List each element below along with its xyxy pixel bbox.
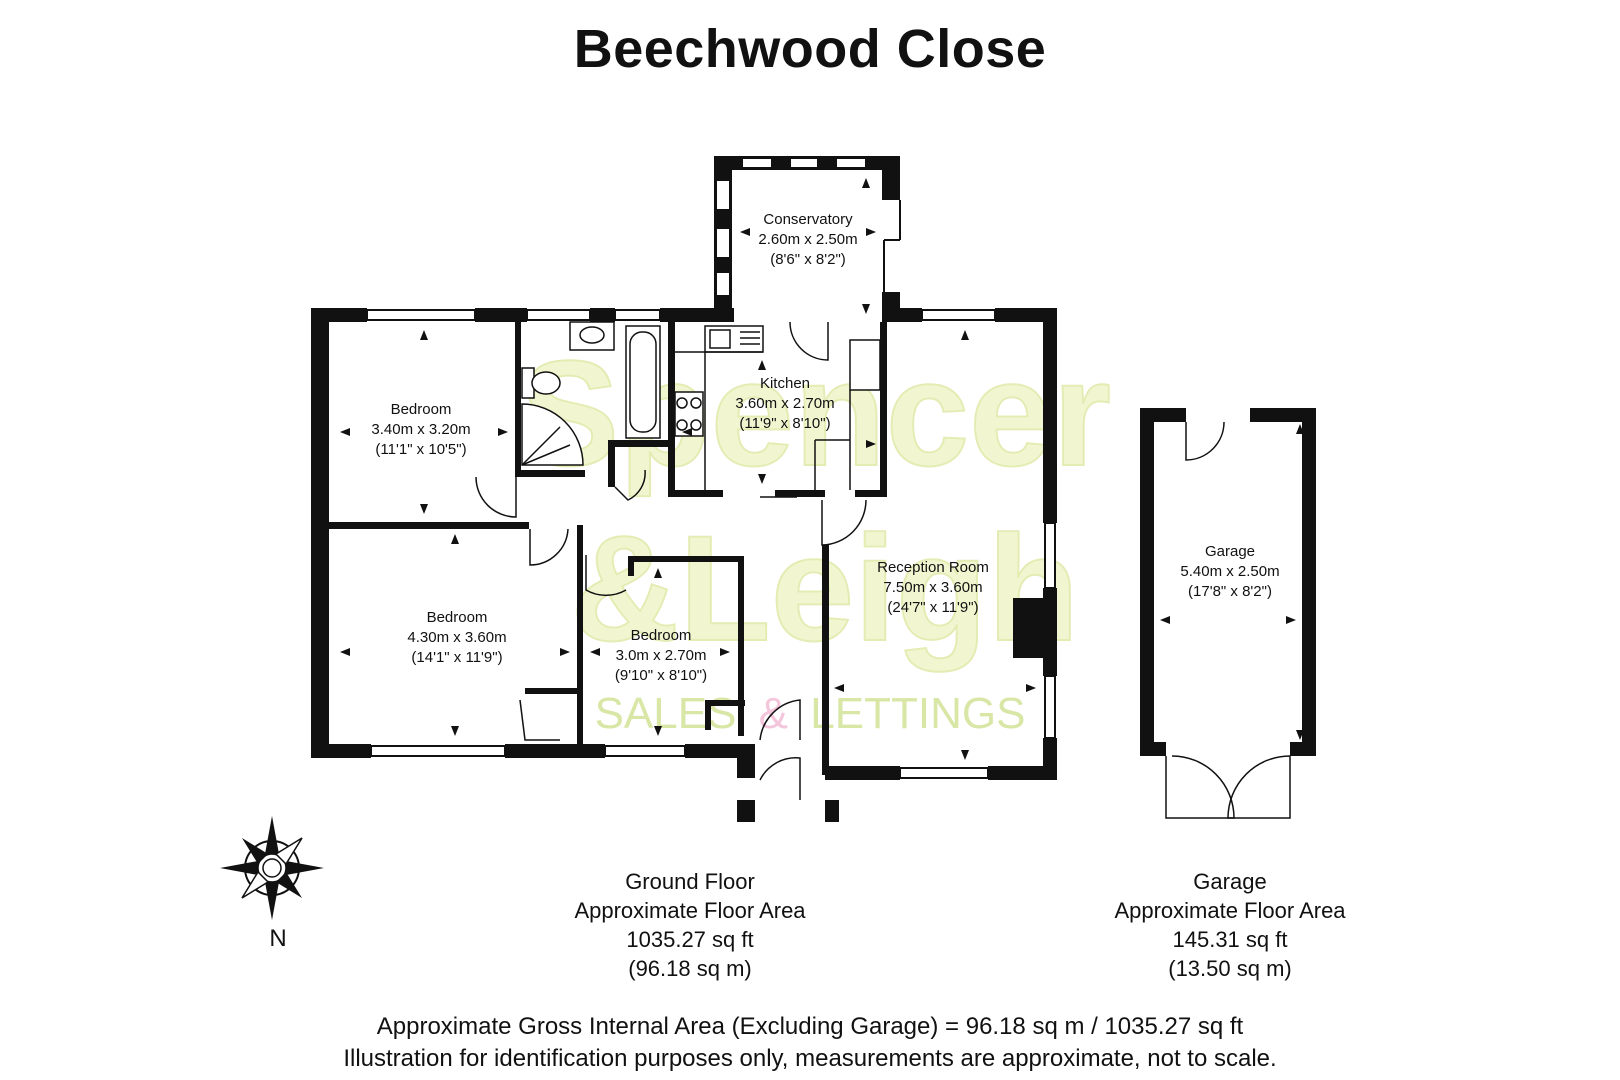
- page-title: Beechwood Close: [573, 19, 1047, 79]
- bathroom-fixtures: [521, 321, 661, 466]
- watermark-lettings: LETTINGS: [810, 689, 1025, 738]
- room-name: Conservatory: [763, 211, 853, 228]
- compass-rose-icon: [220, 816, 324, 920]
- room-imperial: (11'9" x 8'10"): [739, 415, 830, 432]
- room-reception: Reception Room 7.50m x 3.60m (24'7" x 11…: [877, 559, 989, 616]
- gross-area-note: Approximate Gross Internal Area (Excludi…: [376, 1013, 1244, 1040]
- room-imperial: (9'10" x 8'10"): [615, 667, 707, 684]
- watermark-line1: Spencer: [519, 329, 1111, 497]
- room-conservatory: Conservatory 2.60m x 2.50m (8'6" x 8'2"): [758, 211, 857, 268]
- room-name: Bedroom: [631, 627, 692, 644]
- room-imperial: (14'1" x 11'9"): [411, 649, 502, 666]
- conservatory-walls: [714, 156, 901, 361]
- disclaimer-note: Illustration for identification purposes…: [343, 1045, 1277, 1072]
- sink-icon: [579, 326, 605, 344]
- room-bedroom-1: Bedroom 3.40m x 3.20m (11'1" x 10'5"): [371, 401, 470, 458]
- floor-area-sqm: (13.50 sq m): [1168, 956, 1292, 981]
- dimension-arrows: [340, 178, 1304, 760]
- floor-area-label: Approximate Floor Area: [574, 898, 806, 923]
- room-imperial: (24'7" x 11'9"): [887, 599, 978, 616]
- internal-walls: [329, 322, 1045, 775]
- room-name: Reception Room: [877, 559, 989, 576]
- room-bedroom-2: Bedroom 4.30m x 3.60m (14'1" x 11'9"): [407, 609, 506, 666]
- room-name: Bedroom: [391, 401, 452, 418]
- room-metric: 3.60m x 2.70m: [735, 395, 834, 412]
- room-imperial: (8'6" x 8'2"): [770, 251, 846, 268]
- main-walls: [311, 308, 1057, 822]
- room-garage: Garage 5.40m x 2.50m (17'8" x 8'2"): [1180, 543, 1279, 600]
- room-metric: 4.30m x 3.60m: [407, 629, 506, 646]
- room-name: Garage: [1205, 543, 1255, 560]
- room-metric: 3.0m x 2.70m: [616, 647, 707, 664]
- toilet-icon: [531, 371, 561, 395]
- room-metric: 2.60m x 2.50m: [758, 231, 857, 248]
- floor-area-label: Approximate Floor Area: [1114, 898, 1346, 923]
- room-name: Bedroom: [427, 609, 488, 626]
- door-swings: [475, 469, 867, 800]
- room-metric: 5.40m x 2.50m: [1180, 563, 1279, 580]
- agency-watermark: Spencer &Leigh SALES & LETTINGS: [518, 328, 1112, 738]
- room-kitchen: Kitchen 3.60m x 2.70m (11'9" x 8'10"): [735, 375, 834, 432]
- floor-area-sqm: (96.18 sq m): [628, 956, 752, 981]
- room-imperial: (11'1" x 10'5"): [375, 441, 466, 458]
- kitchen-fixtures: [674, 325, 881, 490]
- garage-area: Garage Approximate Floor Area 145.31 sq …: [1060, 867, 1400, 983]
- ground-floor-area: Ground Floor Approximate Floor Area 1035…: [520, 867, 860, 983]
- room-imperial: (17'8" x 8'2"): [1188, 583, 1272, 600]
- room-bedroom-3: Bedroom 3.0m x 2.70m (9'10" x 8'10"): [615, 627, 707, 684]
- room-metric: 3.40m x 3.20m: [371, 421, 470, 438]
- floor-area-sqft: 1035.27 sq ft: [626, 927, 754, 952]
- floor-name: Garage: [1193, 869, 1267, 894]
- windows: [366, 309, 1056, 779]
- watermark-tagline: SALES & LETTINGS: [595, 689, 1026, 738]
- room-metric: 7.50m x 3.60m: [883, 579, 982, 596]
- watermark-sales: SALES: [595, 689, 737, 738]
- garage-walls: [1140, 408, 1316, 819]
- floor-area-sqft: 145.31 sq ft: [1172, 927, 1288, 952]
- floor-name: Ground Floor: [625, 869, 755, 894]
- compass-north-letter: N: [269, 925, 286, 952]
- room-name: Kitchen: [760, 375, 810, 392]
